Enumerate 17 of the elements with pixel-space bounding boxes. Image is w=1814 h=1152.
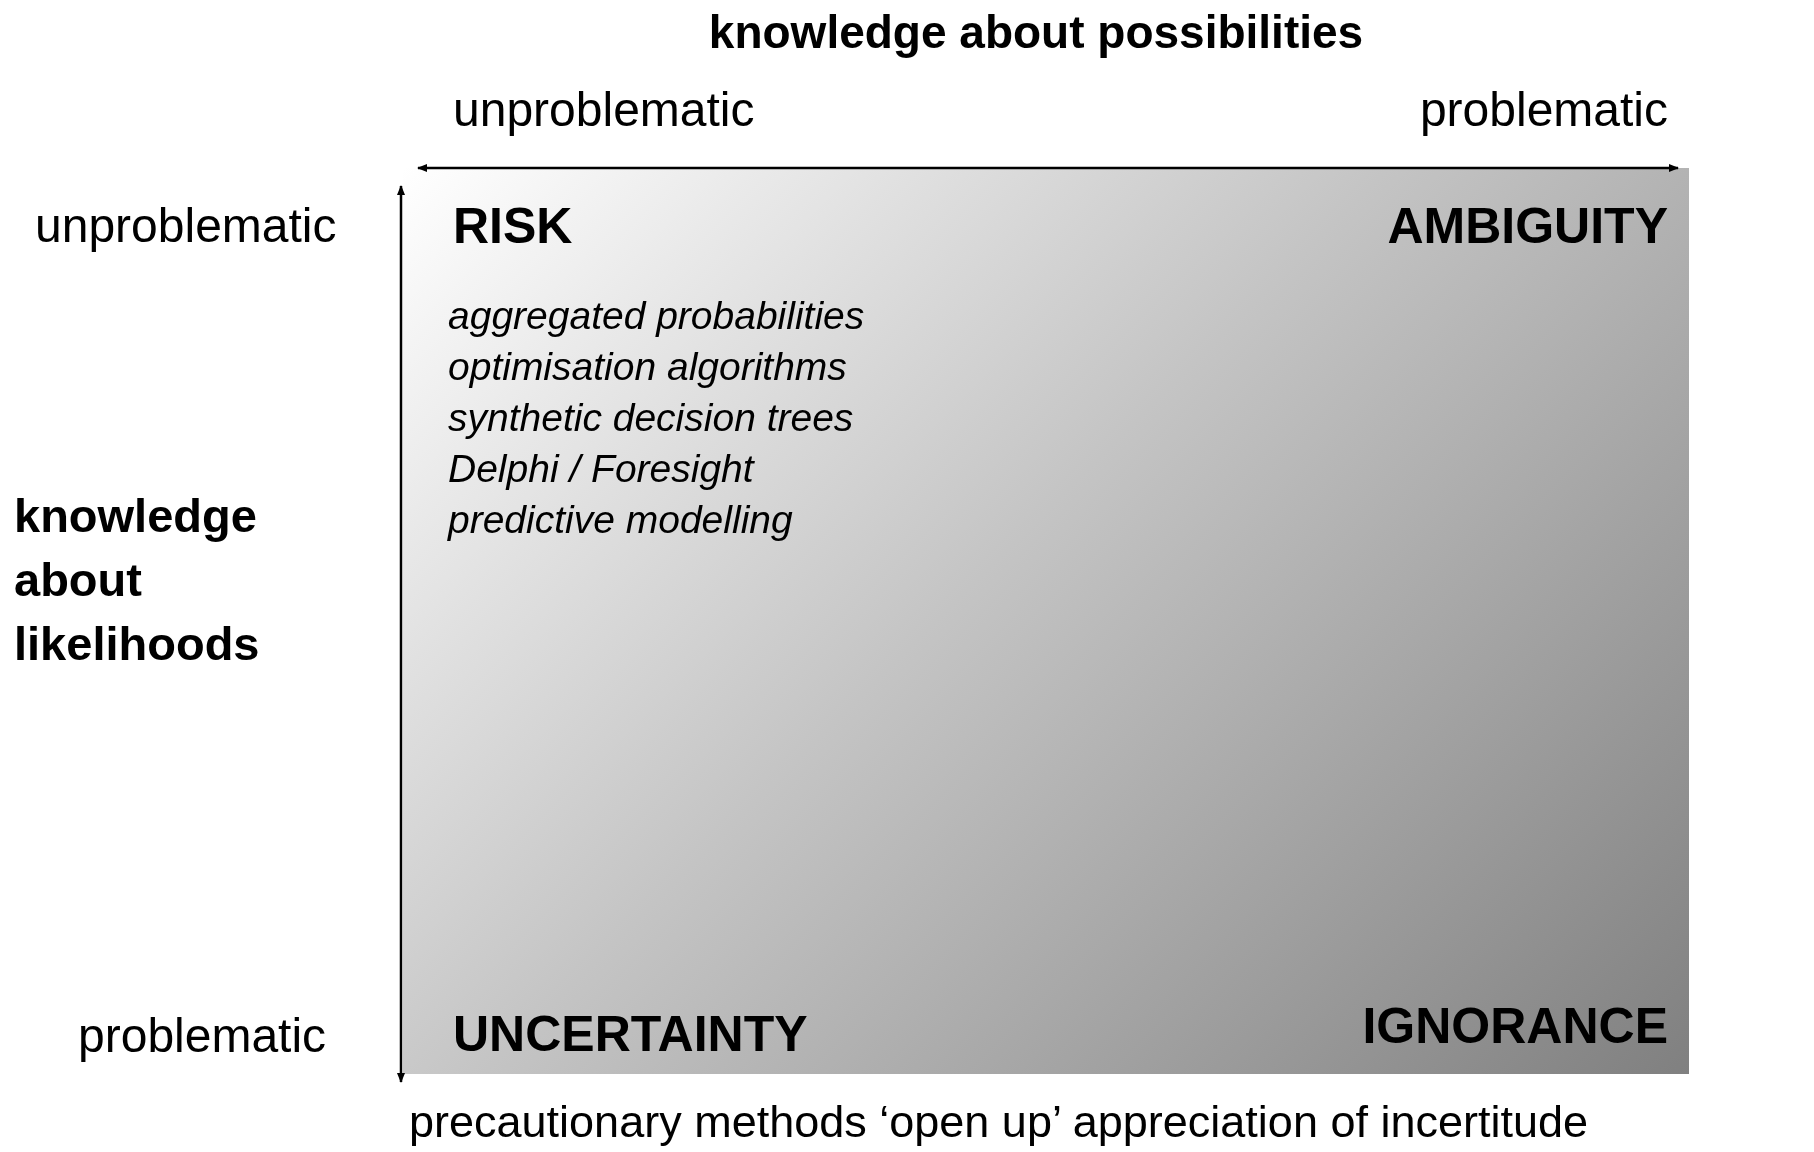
method-item: synthetic decision trees [448, 396, 854, 441]
axis-title: knowledge about possibilities [707, 6, 1365, 59]
quadrant-title: UNCERTAINTY [453, 1006, 808, 1064]
quadrant-title: IGNORANCE [1362, 998, 1668, 1056]
quadrant-title: AMBIGUITY [1387, 198, 1668, 256]
axis-label: problematic [78, 1008, 327, 1064]
axis-label: problematic [1419, 82, 1668, 138]
method-item: Delphi / Foresight [448, 447, 754, 492]
method-item: optimisation algorithms [448, 345, 847, 390]
quadrant-title: RISK [453, 198, 573, 256]
axis-label: unproblematic [453, 82, 755, 138]
axis-title: knowledge about likelihoods [14, 488, 261, 672]
method-item: aggregated probabilities [448, 294, 865, 339]
gradient-panel [403, 168, 1689, 1074]
caption: precautionary methods ‘open up’ appreciation of incertitude [409, 1096, 1589, 1148]
method-item: predictive modelling [448, 498, 793, 543]
axis-label: unproblematic [35, 198, 337, 254]
